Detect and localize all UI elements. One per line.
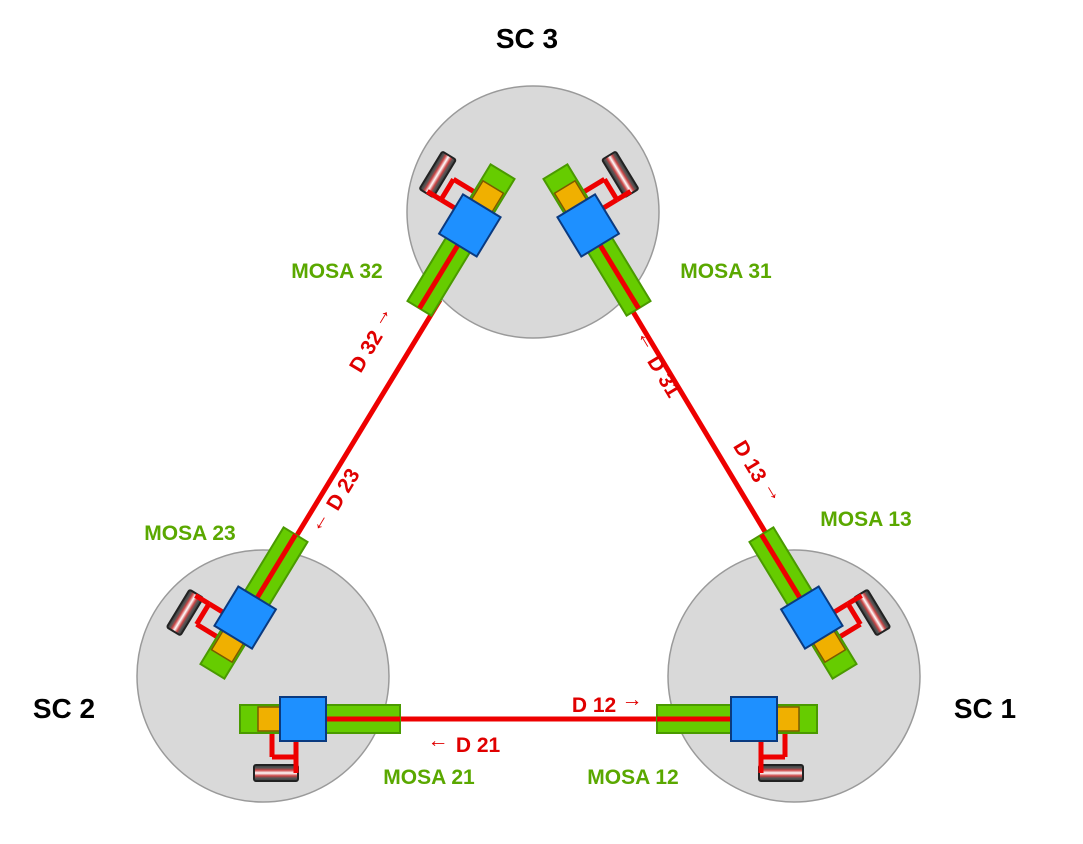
d-23-arrow: ← [303,506,334,536]
mosa-13-label: MOSA 13 [820,508,911,531]
d-13-label: D 13 → [728,437,790,506]
laser-link-3-1 [623,298,773,542]
d-32-arrow: → [366,301,397,331]
mosa-32-label: MOSA 32 [291,260,382,283]
mosa-31-label: MOSA 31 [680,260,772,283]
svg-text:D 12: D 12 [572,694,616,717]
d-12-arrow: → [622,688,643,711]
mosa-21-label: MOSA 21 [383,766,475,789]
mosa-23-label: MOSA 23 [144,522,235,545]
spacecraft-3-body [406,85,660,339]
d-32-label: D 32 → [345,301,397,377]
sc-2-label: SC 2 [33,693,95,724]
sc-3-label: SC 3 [496,23,558,54]
svg-text:D 23: D 23 [322,465,365,515]
svg-text:D 31: D 31 [642,352,685,402]
mosa-12-label: MOSA 12 [587,766,678,789]
d-13-arrow: → [759,476,790,506]
d-21-arrow: ← [428,729,449,752]
svg-text:D 32: D 32 [345,327,388,377]
d-12-label: D 12 → [572,688,643,717]
d-21-label: D 21 ← [428,729,501,757]
d-31-label: D 31 ← [632,325,685,402]
laser-link-2-3 [291,298,443,542]
svg-text:D 21: D 21 [456,734,501,757]
sc-1-label: SC 1 [954,693,1016,724]
